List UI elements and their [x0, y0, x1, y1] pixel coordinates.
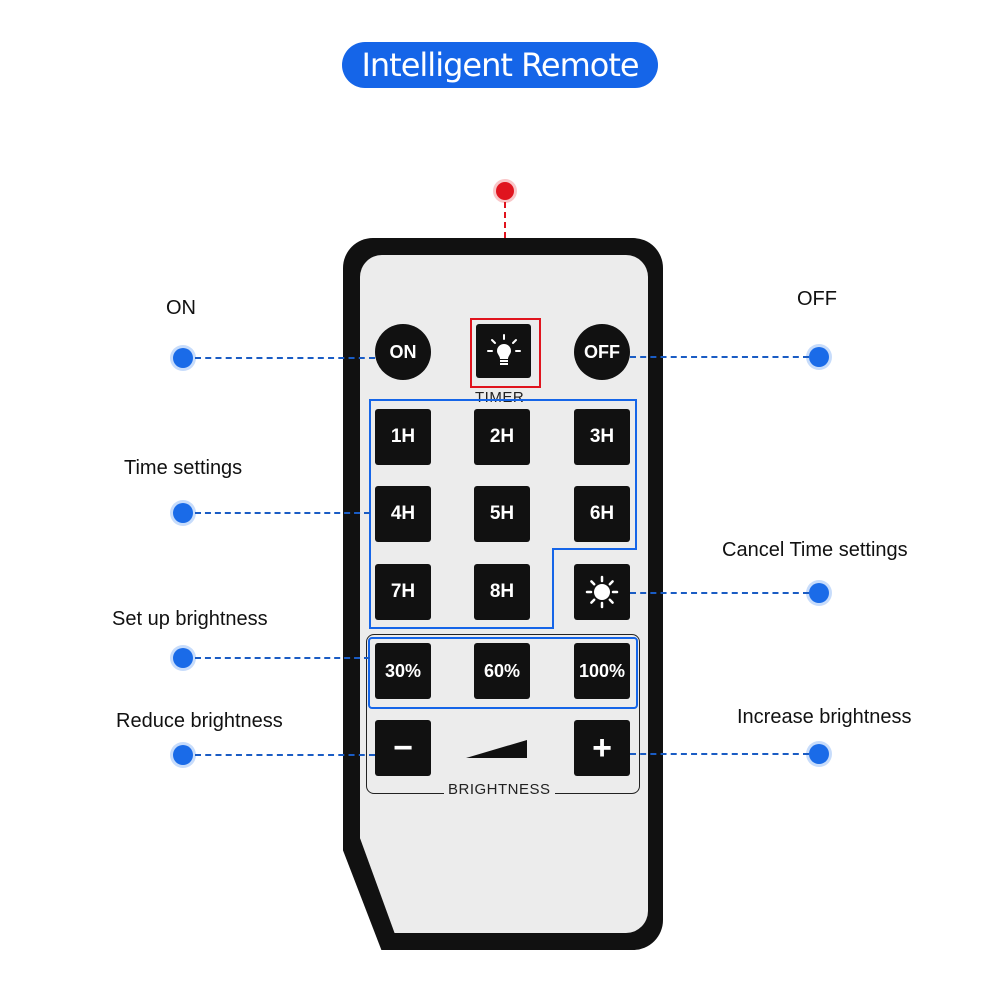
- callout-on-dot: [173, 348, 193, 368]
- callout-cancel-time-settings-line: [630, 592, 809, 594]
- callout-on: ON: [166, 297, 196, 319]
- callout-off-dot: [809, 347, 829, 367]
- callout-increase-brightness-line: [630, 753, 809, 755]
- timer-key-4h[interactable]: 4H: [375, 486, 431, 542]
- lightbulb-icon: [486, 334, 521, 365]
- timer-key-1h[interactable]: 1H: [375, 409, 431, 465]
- sun-icon: [585, 575, 619, 609]
- on-key[interactable]: ON: [375, 324, 431, 380]
- callout-time-settings-line: [195, 512, 370, 514]
- timer-key-2h[interactable]: 2H: [474, 409, 530, 465]
- callout-time-settings-dot: [173, 503, 193, 523]
- timer-key-7h[interactable]: 7H: [375, 564, 431, 620]
- callout-cancel-time-settings-dot: [809, 583, 829, 603]
- timer-key-5h[interactable]: 5H: [474, 486, 530, 542]
- off-key[interactable]: OFF: [574, 324, 630, 380]
- minus-key[interactable]: −: [375, 720, 431, 776]
- callout-reduce-brightness: Reduce brightness: [116, 710, 283, 732]
- brightness-group-outline: [368, 637, 638, 709]
- timer-key-3h[interactable]: 3H: [574, 409, 630, 465]
- ir-emitter-icon: [496, 182, 514, 200]
- timer-highlight-box: [470, 318, 541, 388]
- callout-reduce-brightness-dot: [173, 745, 193, 765]
- callout-increase-brightness-dot: [809, 744, 829, 764]
- callout-set-up-brightness-dot: [173, 648, 193, 668]
- callout-off: OFF: [797, 288, 837, 310]
- brightness-key-60[interactable]: 60%: [474, 643, 530, 699]
- callout-on-line: [195, 357, 375, 359]
- title-pill: Intelligent Remote: [342, 42, 658, 88]
- callout-set-up-brightness: Set up brightness: [112, 608, 268, 630]
- cancel-timer-key[interactable]: [574, 564, 630, 620]
- timer-key[interactable]: [476, 324, 531, 378]
- brightness-key-100[interactable]: 100%: [574, 643, 630, 699]
- callout-increase-brightness: Increase brightness: [737, 706, 912, 728]
- callout-time-settings: Time settings: [124, 457, 243, 479]
- callout-off-line: [630, 356, 809, 358]
- timer-key-6h[interactable]: 6H: [574, 486, 630, 542]
- timer-key-8h[interactable]: 8H: [474, 564, 530, 620]
- timer-label: TIMER: [475, 389, 525, 406]
- plus-key[interactable]: +: [574, 720, 630, 776]
- callout-set-up-brightness-line: [195, 657, 370, 659]
- callout-cancel-time-settings: Cancel Time settings: [722, 539, 908, 561]
- brightness-label: BRIGHTNESS: [444, 781, 555, 798]
- callout-reduce-brightness-line: [195, 754, 375, 756]
- brightness-key-30[interactable]: 30%: [375, 643, 431, 699]
